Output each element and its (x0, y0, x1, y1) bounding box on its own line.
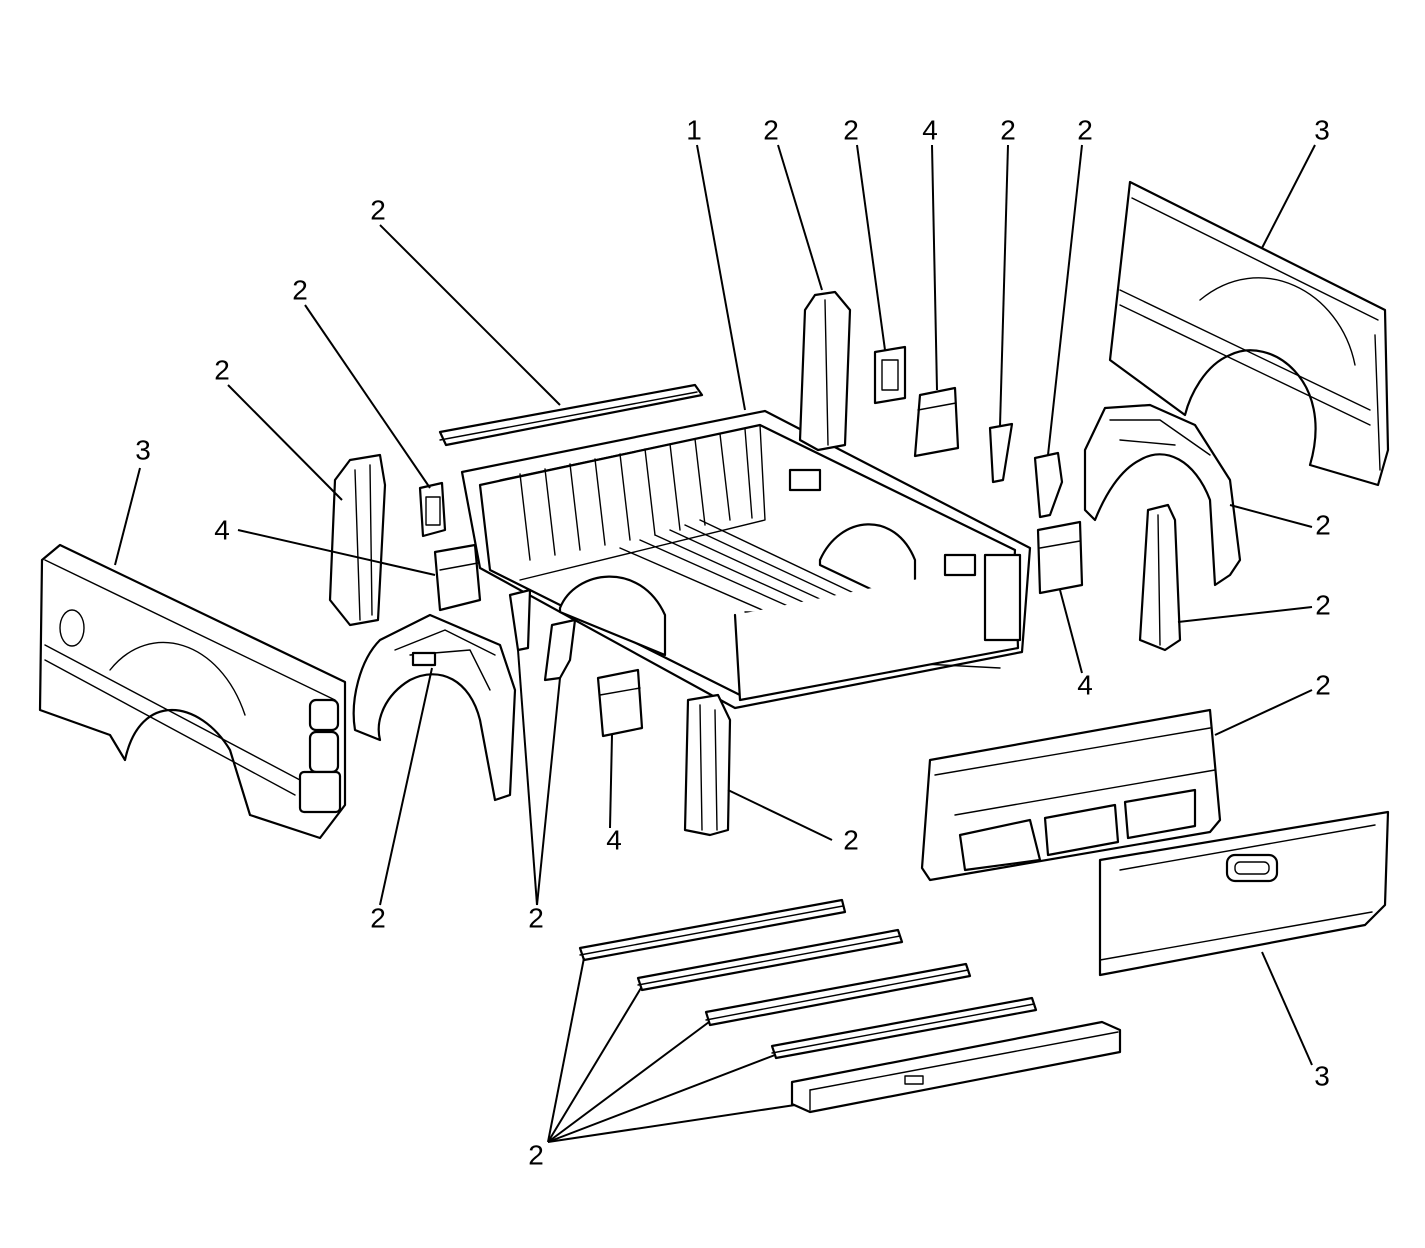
callout-small-bracket-d: 2 (843, 114, 859, 145)
floor-crossmember-1 (578, 898, 847, 962)
right-inner-wheelhouse (1083, 403, 1242, 587)
small-brace-c (543, 618, 577, 682)
callout-rear-corner-pillar-left: 2 (843, 824, 859, 855)
callout-small-brace-e: 2 (1000, 114, 1016, 145)
callout-floor-crossmembers: 2 (528, 1139, 544, 1170)
callout-pickup-box: 1 (686, 114, 702, 145)
filler-block-right (1036, 520, 1084, 595)
front-pillar-center (798, 290, 852, 452)
callout-left-outer-panel: 3 (135, 434, 151, 465)
right-outer-box-panel (1108, 180, 1390, 487)
callouts: 1 2 2 4 2 2 3 2 2 2 3 4 2 2 4 2 2 2 4 2 … (135, 114, 1331, 1170)
callout-left-front-pillar: 2 (214, 354, 230, 385)
filler-block-left (433, 543, 482, 612)
callout-filler-block-top: 4 (922, 114, 938, 145)
callout-inner-tailgate-panel: 2 (1315, 669, 1331, 700)
rear-corner-pillar-right (1138, 503, 1182, 652)
small-bracket-d (873, 345, 907, 405)
callout-filler-block-left: 4 (214, 514, 230, 545)
callout-front-top-rail: 2 (370, 194, 386, 225)
front-top-rail (438, 383, 704, 447)
callout-filler-block-center: 4 (606, 824, 622, 855)
left-inner-wheelhouse (352, 613, 517, 802)
filler-block-top (913, 386, 960, 458)
left-front-corner-pillar (328, 453, 387, 627)
callout-small-brace-f: 2 (1077, 114, 1093, 145)
callout-right-inner-wheelhouse: 2 (1315, 509, 1331, 540)
floor-crossmember-2 (636, 928, 904, 992)
small-brace-f (1033, 451, 1064, 519)
leader-lines (114, 144, 1316, 1143)
left-outer-box-panel (38, 543, 347, 840)
callout-right-outer-panel: 3 (1314, 114, 1330, 145)
callout-small-braces: 2 (528, 902, 544, 933)
callout-front-pillar-center: 2 (763, 114, 779, 145)
filler-block-center (596, 668, 644, 738)
small-brace-e (988, 422, 1014, 484)
small-brace-b (508, 588, 532, 652)
callout-small-bracket-a: 2 (292, 274, 308, 305)
inner-tailgate-panel (920, 708, 1222, 882)
floor-crossmember-4 (770, 996, 1038, 1060)
floor-crossmember-3 (704, 962, 972, 1027)
rear-corner-pillar-left (683, 693, 732, 837)
callout-left-inner-wheelhouse: 2 (370, 902, 386, 933)
callout-filler-block-right: 4 (1077, 669, 1093, 700)
callout-rear-corner-pillar-right: 2 (1315, 589, 1331, 620)
rear-sill (790, 1020, 1122, 1114)
tailgate (1098, 810, 1390, 977)
small-bracket-a (418, 481, 447, 538)
pickup-box (460, 409, 1032, 710)
callout-tailgate: 3 (1314, 1060, 1330, 1091)
